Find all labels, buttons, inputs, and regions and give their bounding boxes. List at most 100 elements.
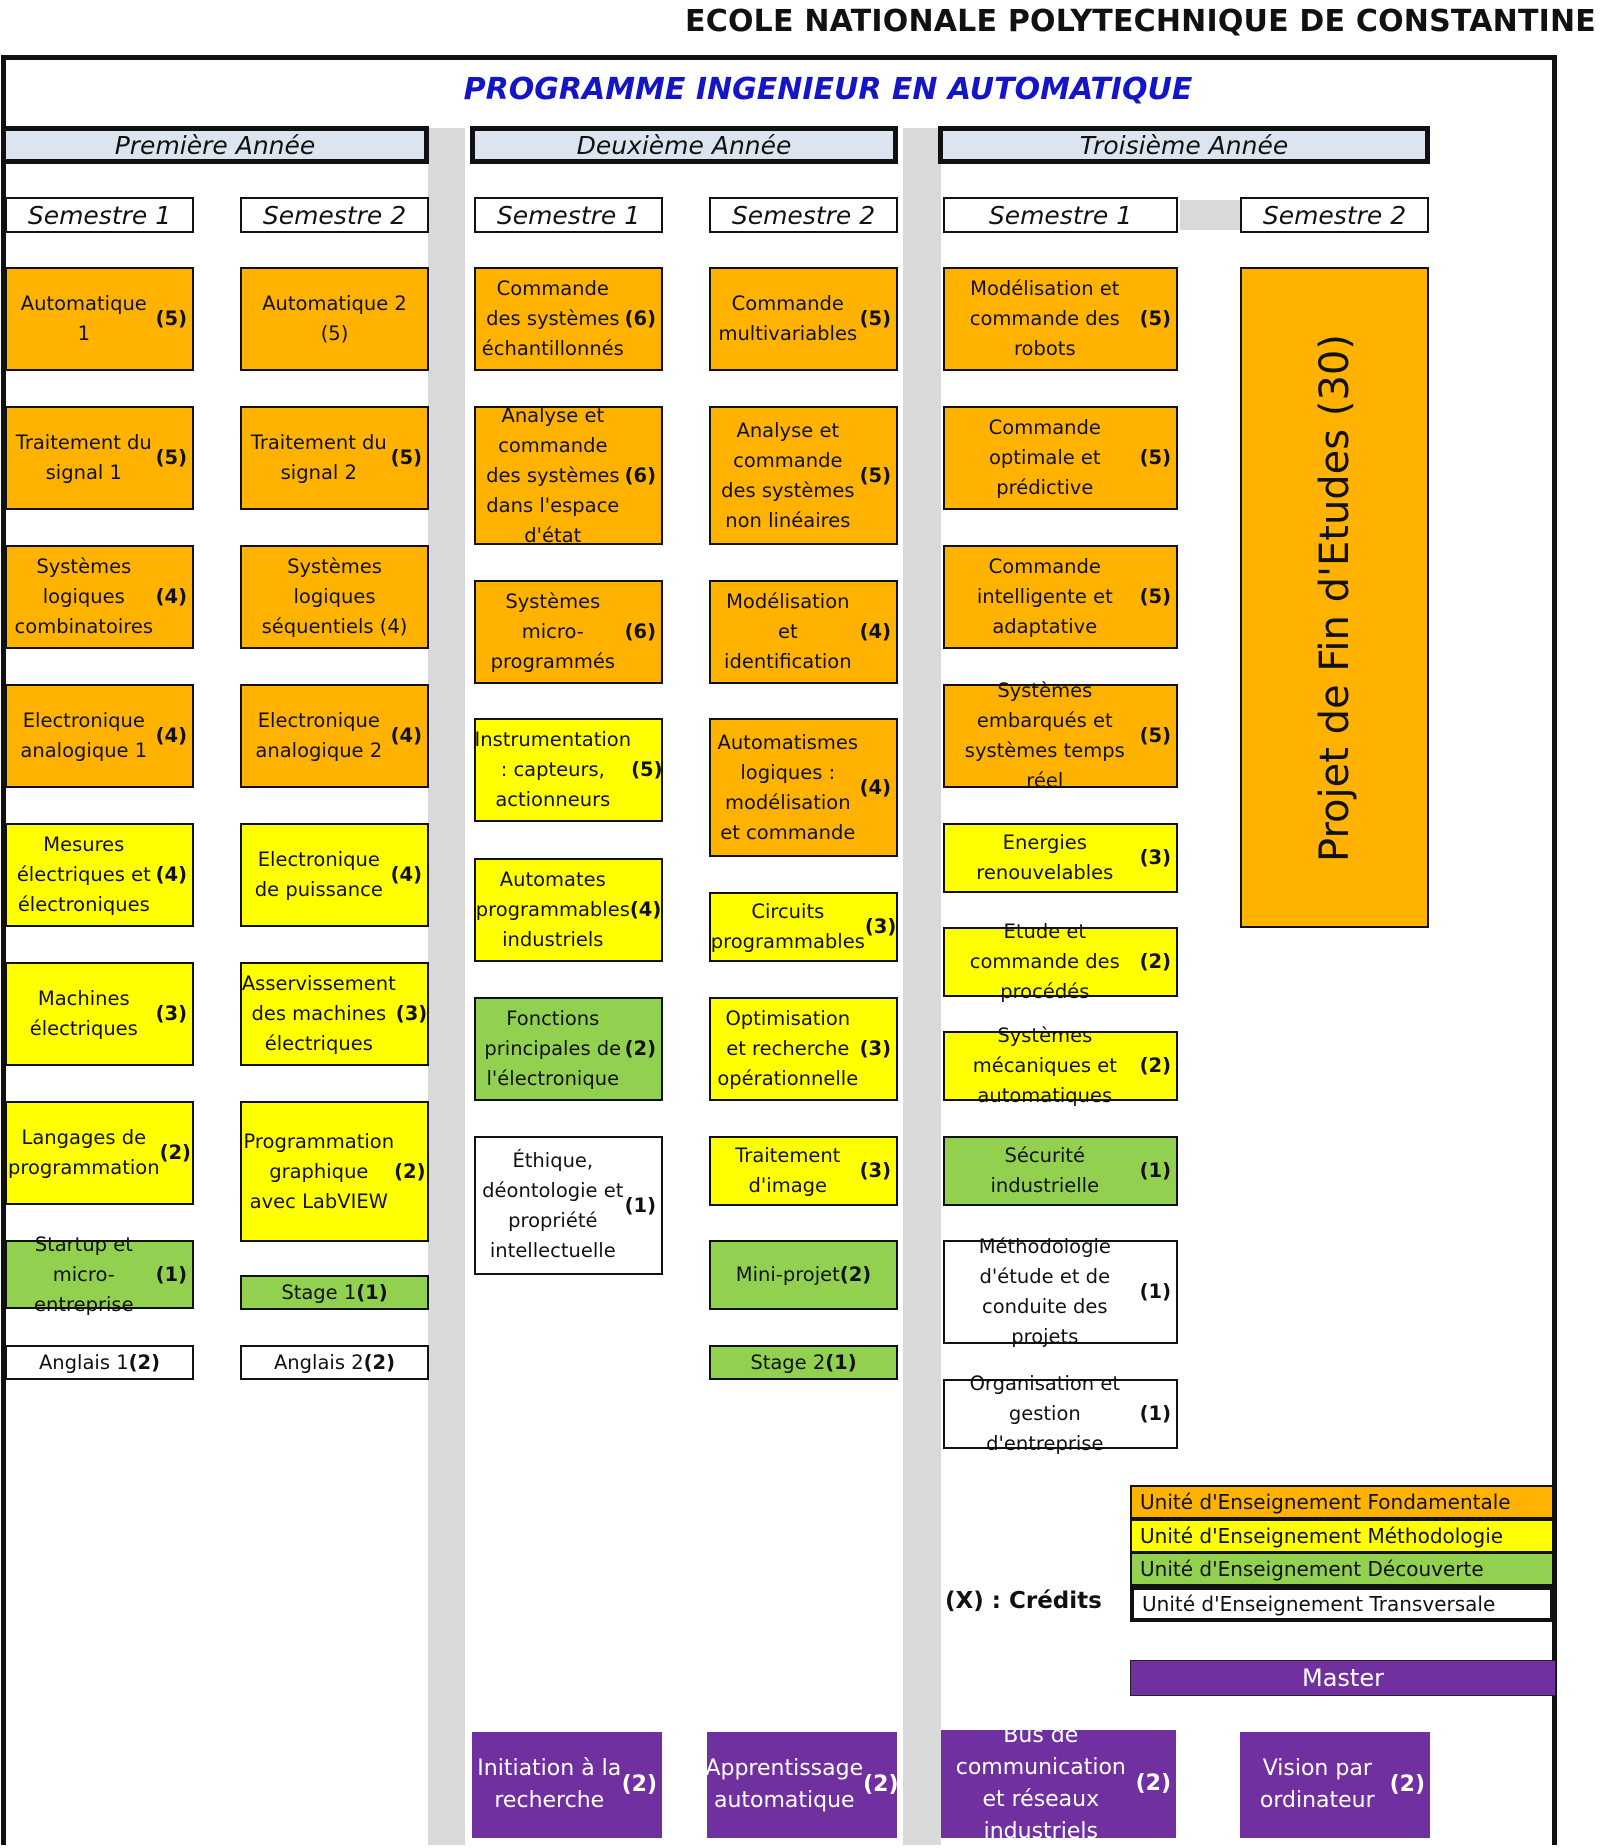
course-credits: (1) [1139, 1280, 1171, 1303]
course-title: Electronique de puissance [254, 848, 383, 901]
course-credits: (5) [631, 758, 663, 781]
legend-decouverte: Unité d'Enseignement Découverte [1130, 1552, 1554, 1586]
legend-master: Master [1130, 1660, 1556, 1696]
course-title: Éthique, déontologie et propriété intell… [482, 1148, 624, 1262]
course-box: Éthique, déontologie et propriété intell… [474, 1136, 663, 1275]
course-credits: (2) [128, 1350, 161, 1374]
course-credits: (5) [1139, 446, 1171, 469]
course-title: Initiation à la recherche [477, 1756, 622, 1813]
course-box: Commande intelligente et adaptative (5) [943, 545, 1178, 649]
course-credits: (5) [155, 307, 187, 330]
course-box: Mini-projet (2) [709, 1240, 898, 1310]
course-title: Commande multivariables [718, 292, 858, 345]
course-title: Systèmes micro-programmés [490, 590, 615, 673]
course-title: Analyse et commande des systèmes non lin… [721, 418, 855, 532]
course-box: Organisation et gestion d'entreprise (1) [943, 1372, 1178, 1455]
course-credits: (4) [390, 724, 422, 747]
course-box: Automatique 2 (5) [240, 267, 429, 371]
course-box: Systèmes micro-programmés (6) [474, 580, 663, 684]
course-credits: (1) [1139, 1402, 1171, 1425]
course-box: Fonctions principales de l'électronique … [474, 997, 663, 1101]
course-box: Systèmes embarqués et systèmes temps rée… [943, 679, 1178, 792]
legend-fondamentale: Unité d'Enseignement Fondamentale [1130, 1485, 1554, 1519]
semester-header-y2s1: Semestre 1 [474, 197, 663, 233]
course-box: Sécurité industrielle (1) [943, 1136, 1178, 1206]
year-header-3: Troisième Année [938, 126, 1430, 164]
year-header-2: Deuxième Année [470, 126, 898, 164]
master-course-box: Vision par ordinateur (2) [1240, 1732, 1430, 1838]
course-title: Startup et micro-entreprise [34, 1232, 134, 1316]
course-box: Analyse et commande des systèmes non lin… [709, 406, 898, 545]
course-title: Vision par ordinateur [1259, 1756, 1375, 1813]
course-title: Circuits programmables [710, 900, 865, 953]
course-title: Méthodologie d'étude et de conduite des … [978, 1235, 1111, 1348]
course-box: Systèmes logiques combinatoires (4) [5, 545, 194, 649]
course-credits: (2) [621, 1772, 657, 1797]
course-box: Méthodologie d'étude et de conduite des … [943, 1235, 1178, 1348]
course-title: Sécurité industrielle [990, 1144, 1100, 1197]
course-box: Instrumentation : capteurs, actionneurs … [474, 718, 663, 822]
course-title: Commande intelligente et adaptative [976, 555, 1113, 638]
credits-note: (X) : Crédits [945, 1588, 1102, 1614]
program-title: PROGRAMME INGENIEUR EN AUTOMATIQUE [463, 72, 1193, 107]
course-credits: (6) [624, 620, 656, 643]
course-title: Organisation et gestion d'entreprise [969, 1372, 1121, 1455]
course-title: Automates programmables industriels [475, 868, 630, 951]
course-box: Etude et commande des procédés (2) [943, 920, 1178, 1003]
course-box: Systèmes mécaniques et automatiques (2) [943, 1024, 1178, 1107]
legend-transversale: Unité d'Enseignement Transversale [1130, 1586, 1554, 1622]
course-credits: (5) [390, 446, 422, 469]
course-credits: (2) [159, 1141, 191, 1164]
course-title: Systèmes logiques combinatoires [14, 555, 154, 638]
course-credits: (2) [1389, 1772, 1425, 1797]
course-title: Systèmes mécaniques et automatiques [972, 1024, 1117, 1107]
course-title: Traitement du signal 2 [250, 431, 387, 484]
semester-header-y3s2: Semestre 2 [1240, 197, 1429, 233]
course-credits: (4) [155, 585, 187, 608]
course-credits: (3) [864, 915, 897, 938]
course-title: Machines électriques [29, 987, 138, 1040]
legend-methodologie: Unité d'Enseignement Méthodologie [1130, 1519, 1554, 1553]
school-name: ECOLE NATIONALE POLYTECHNIQUE DE CONSTAN… [685, 4, 1596, 39]
course-box: Stage 1 (1) [240, 1275, 429, 1310]
course-box: Electronique analogique 1 (4) [5, 684, 194, 788]
course-credits: (1) [155, 1262, 187, 1286]
course-box: Automatismes logiques : modélisation et … [709, 718, 898, 857]
course-credits: (1) [624, 1193, 656, 1217]
semester-separator [1180, 200, 1240, 230]
course-box: Mesures électriques et électroniques (4) [5, 823, 194, 927]
course-credits: (2) [1139, 1054, 1171, 1077]
course-box: Commande multivariables (5) [709, 267, 898, 371]
course-title: Anglais 1 [38, 1350, 129, 1374]
semester-header-y3s1: Semestre 1 [943, 197, 1178, 233]
course-box: Systèmes logiques séquentiels (4) [240, 545, 429, 649]
course-credits: (2) [363, 1350, 396, 1374]
course-box: Traitement du signal 2 (5) [240, 406, 429, 510]
course-credits: (2) [839, 1263, 872, 1286]
course-box: Modélisation et commande des robots (5) [943, 267, 1178, 371]
course-title: Electronique analogique 1 [20, 709, 148, 762]
course-title: Energies renouvelables [976, 831, 1114, 884]
course-credits: (4) [155, 863, 187, 886]
course-title: Automatismes logiques : modélisation et … [717, 730, 859, 844]
course-title: Automatique 1 [20, 292, 147, 345]
master-course-box: Initiation à la recherche (2) [472, 1732, 662, 1838]
course-title: Traitement du signal 1 [15, 431, 152, 484]
course-credits: (4) [859, 775, 891, 799]
course-box: Modélisation et identification (4) [709, 580, 898, 684]
course-credits: (3) [859, 1159, 891, 1182]
master-course-box: Apprentissage automatique (2) [705, 1732, 899, 1838]
course-box: Electronique analogique 2 (4) [240, 684, 429, 788]
course-credits: (4) [390, 863, 422, 886]
course-title: Modélisation et identification [724, 590, 852, 673]
course-credits: (3) [155, 1002, 187, 1025]
course-credits: (6) [624, 307, 656, 330]
course-title: Fonctions principales de l'électronique [484, 1007, 622, 1090]
course-credits: (5) [155, 446, 187, 469]
course-box: Circuits programmables (3) [709, 892, 898, 962]
course-title: Stage 2 [750, 1350, 826, 1374]
course-credits: (4) [155, 724, 187, 747]
semester-header-y1s2: Semestre 2 [240, 197, 429, 233]
course-box: Commande des systèmes échantillonnés (6) [474, 267, 663, 371]
course-credits: (5) [859, 463, 891, 487]
